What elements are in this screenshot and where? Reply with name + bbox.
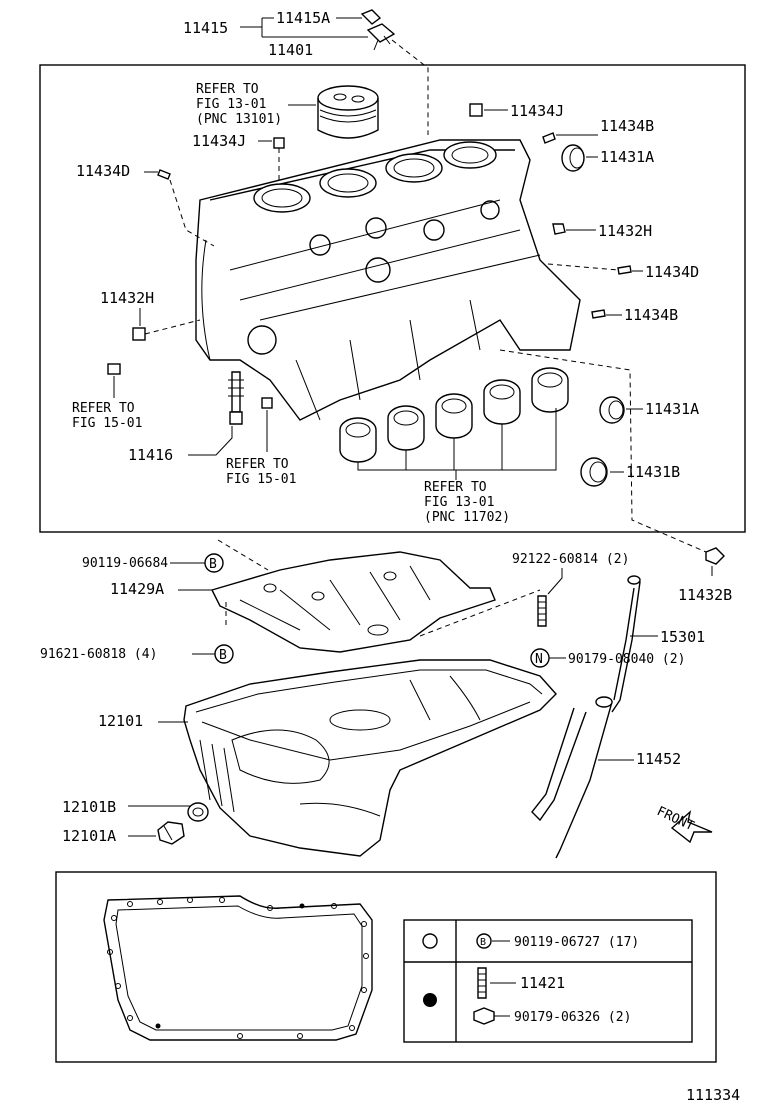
plug-11432h-right <box>552 223 566 235</box>
dowel-mid-lower <box>261 397 273 409</box>
piston-part <box>317 85 379 139</box>
oil-pan-gasket-outline <box>103 895 373 1041</box>
legend-marker-b-text: B <box>480 937 486 948</box>
oil-level-gauge-part <box>531 696 613 859</box>
label-90119-06684[interactable]: 90119-06684 <box>82 556 168 571</box>
label-11434d-right[interactable]: 11434D <box>645 263 699 281</box>
crankshaft-bearings-part <box>339 367 569 463</box>
label-11429a[interactable]: 11429A <box>110 580 164 598</box>
ref-piston-line1: REFER TO <box>196 82 259 97</box>
legend-stud-11421 <box>477 967 487 999</box>
ref-bearings-line3: (PNC 11702) <box>424 510 510 525</box>
oil-nozzle-part <box>228 371 244 425</box>
legend-table <box>403 919 693 1043</box>
oil-pan-gasket-inset-frame <box>55 871 717 1063</box>
legend-filled-circle-icon <box>423 993 437 1007</box>
cylinder-block-frame <box>39 64 746 533</box>
ref-bearings-line1: REFER TO <box>424 480 487 495</box>
label-11434d-left[interactable]: 11434D <box>76 162 130 180</box>
legend-nut-90179-06326 <box>473 1007 495 1025</box>
ref-mid-fig-line2: FIG 15-01 <box>226 472 296 487</box>
leader-11415 <box>240 17 368 38</box>
drain-gasket-12101b <box>187 802 209 822</box>
label-11432h-right[interactable]: 11432H <box>598 222 652 240</box>
dipstick-guide-part <box>611 575 641 713</box>
pin-11434d-right <box>617 265 632 275</box>
ref-left-fig-line2: FIG 15-01 <box>72 416 142 431</box>
pin-11434b-right <box>591 309 606 319</box>
label-11432b[interactable]: 11432B <box>678 586 732 604</box>
oil-pan-part <box>183 659 557 857</box>
leader-11401-dash <box>391 39 429 135</box>
label-11415a[interactable]: 11415A <box>276 9 330 27</box>
dowel-11434j-left <box>273 137 285 149</box>
label-11416[interactable]: 11416 <box>128 446 173 464</box>
label-12101a[interactable]: 12101A <box>62 827 116 845</box>
oil-pan-baffle-part <box>210 551 496 653</box>
plug-11432b <box>705 547 725 565</box>
leader-bearings <box>357 408 557 471</box>
label-11434b-top[interactable]: 11434B <box>600 117 654 135</box>
label-12101[interactable]: 12101 <box>98 712 143 730</box>
ref-piston-line2: FIG 13-01 <box>196 97 266 112</box>
ref-left-fig-line1: REFER TO <box>72 401 135 416</box>
dowel-left-lower <box>107 363 121 375</box>
pin-11434b-top <box>542 132 556 144</box>
legend-90119-06727[interactable]: 90119-06727 (17) <box>514 935 639 950</box>
label-90179-08040[interactable]: 90179-08040 (2) <box>568 652 685 667</box>
legend-11421[interactable]: 11421 <box>520 974 565 992</box>
label-91621-60818[interactable]: 91621-60818 (4) <box>40 647 157 662</box>
label-11415[interactable]: 11415 <box>183 19 228 37</box>
label-11432h-left[interactable]: 11432H <box>100 289 154 307</box>
marker-b-top-text: B <box>209 557 217 572</box>
label-11434j-left[interactable]: 11434J <box>192 132 246 150</box>
label-11431b[interactable]: 11431B <box>626 463 680 481</box>
ref-piston-line3: (PNC 13101) <box>196 112 282 127</box>
water-drain-cock-part <box>360 9 396 51</box>
label-92122-60814[interactable]: 92122-60814 (2) <box>512 552 629 567</box>
drain-plug-12101a <box>157 821 185 845</box>
ref-bearings-line2: FIG 13-01 <box>424 495 494 510</box>
label-15301[interactable]: 15301 <box>660 628 705 646</box>
dowel-11434j-top <box>469 103 483 117</box>
plug-11431a-mid <box>599 396 625 424</box>
ref-mid-fig-line1: REFER TO <box>226 457 289 472</box>
cylinder-block-part <box>195 139 581 421</box>
label-11431a-top[interactable]: 11431A <box>600 148 654 166</box>
label-11434j-top[interactable]: 11434J <box>510 102 564 120</box>
stud-92122 <box>537 595 547 627</box>
label-11401[interactable]: 11401 <box>268 41 313 59</box>
label-11452[interactable]: 11452 <box>636 750 681 768</box>
front-arrow-icon <box>670 810 713 844</box>
legend-open-circle-icon <box>422 933 438 949</box>
marker-b-lower-text: B <box>219 648 227 663</box>
label-12101b[interactable]: 12101B <box>62 798 116 816</box>
seal-11431b <box>580 457 608 487</box>
plug-11431a-top <box>561 144 585 172</box>
marker-n-text: N <box>535 652 543 667</box>
label-11431a-mid[interactable]: 11431A <box>645 400 699 418</box>
plug-11432h-left <box>132 327 146 341</box>
legend-90179-06326[interactable]: 90179-06326 (2) <box>514 1010 631 1025</box>
label-11434b-right[interactable]: 11434B <box>624 306 678 324</box>
legend-marker-b <box>476 933 492 949</box>
diagram-number: 111334 <box>686 1086 740 1104</box>
